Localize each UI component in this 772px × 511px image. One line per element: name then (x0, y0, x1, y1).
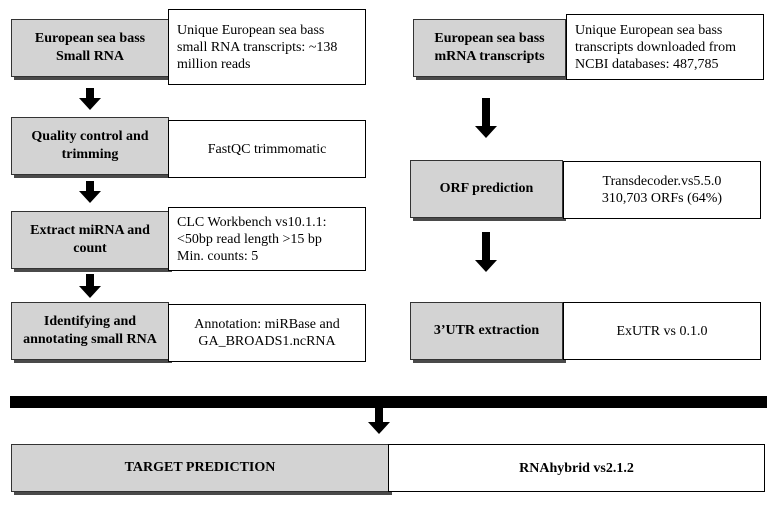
left-step-1-label: European sea bass Small RNA (11, 19, 169, 77)
left-step-4-note: Annotation: miRBase and GA_BROADS1.ncRNA (168, 304, 366, 362)
arrow-down-icon (79, 181, 101, 203)
arrow-down-icon (475, 98, 497, 138)
left-step-2-label: Quality control and trimming (11, 117, 169, 175)
right-step-3-note: ExUTR vs 0.1.0 (563, 302, 761, 360)
right-step-1-note: Unique European sea bass transcripts dow… (566, 14, 764, 80)
final-step-label: TARGET PREDICTION (11, 444, 389, 492)
left-step-4-label: Identifying and annotating small RNA (11, 302, 169, 360)
arrow-down-icon (79, 88, 101, 110)
arrow-down-icon (368, 408, 390, 434)
left-step-3-label: Extract miRNA and count (11, 211, 169, 269)
left-step-2-note: FastQC trimmomatic (168, 120, 366, 178)
final-step-note: RNAhybrid vs2.1.2 (388, 444, 765, 492)
merge-bar (10, 396, 767, 408)
right-step-3-label: 3’UTR extraction (410, 302, 563, 360)
right-step-1-label: European sea bass mRNA transcripts (413, 19, 566, 77)
right-step-2-note: Transdecoder.vs5.5.0 310,703 ORFs (64%) (563, 161, 761, 219)
right-step-2-label: ORF prediction (410, 160, 563, 218)
arrow-down-icon (475, 232, 497, 272)
left-step-3-note: CLC Workbench vs10.1.1: <50bp read lengt… (168, 207, 366, 271)
arrow-down-icon (79, 274, 101, 298)
left-step-1-note: Unique European sea bass small RNA trans… (168, 9, 366, 85)
